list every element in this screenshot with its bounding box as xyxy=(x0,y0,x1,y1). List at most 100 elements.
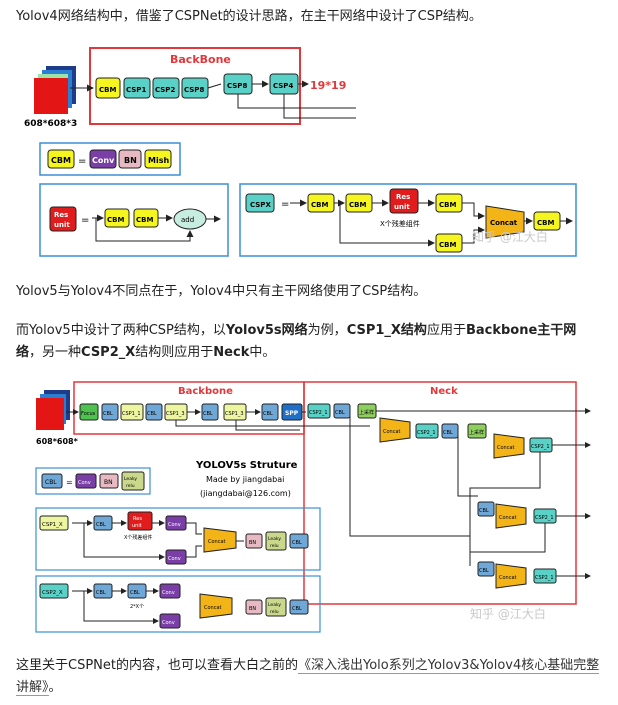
figure-title: YOLOV5s Struture xyxy=(195,460,298,471)
neck-csp2-4: CSP2_1 xyxy=(535,515,554,521)
watermark-1: 知乎 @江大白 xyxy=(472,229,548,244)
neck-concat-1: Concat xyxy=(383,429,401,435)
neck-concat-4: Concat xyxy=(499,575,517,581)
output-size-label: 19*19 xyxy=(310,79,346,92)
watermark-2: 知乎 @江大白 xyxy=(470,606,546,621)
csp2x-label: CSP2_X xyxy=(42,590,63,596)
neck-cbl-3: CBL xyxy=(479,508,489,514)
neck-concat-3: Concat xyxy=(499,515,517,521)
backbone-blocks: CBM CSP1 CSP2 CSP8 CSP8 CSP4 xyxy=(95,73,299,99)
csp1x-cbl-2: CBL xyxy=(292,540,302,546)
block-csp8-a: CSP8 xyxy=(184,86,204,94)
neck-cbl-2: CBL xyxy=(443,430,453,436)
article-link[interactable]: 《深入浅出Yolo系列之Yolov3&Yolov4核心基础完整讲解》 xyxy=(16,658,600,696)
cspx-x-res: X个残差组件 xyxy=(380,219,420,228)
neck-cbl-4: CBL xyxy=(479,568,489,574)
input-size-label: 608*608*3 xyxy=(24,119,77,129)
cbl-def-cbl: CBL xyxy=(45,479,57,486)
add-label: add xyxy=(181,216,194,224)
csp2x-cbl-3: CBL xyxy=(292,606,302,612)
cbm-def-cbm: CBM xyxy=(51,156,71,165)
figure-author: Made by jiangdabai xyxy=(206,475,284,484)
cbl-def-leaky-1: Leaky xyxy=(124,476,137,482)
csp2x-cbl-2: CBL xyxy=(130,590,140,596)
paragraph-difference: Yolov5与Yolov4不同点在于，Yolov4中只有主干网络使用了CSP结构… xyxy=(16,284,427,299)
neck-csp2-3: CSP2_1 xyxy=(531,444,550,450)
csp2x-conv-2: Conv xyxy=(162,620,175,626)
cbl-def-bn: BN xyxy=(104,479,113,486)
neck-upsample-2: 上采样 xyxy=(469,429,484,436)
yolov5s-structure-figure: 608*608* Backbone Neck Focus CBL CSP1_1 … xyxy=(35,381,591,633)
cbl-def-leaky-2: relu xyxy=(126,483,135,489)
csp2x-bn: BN xyxy=(249,606,256,612)
cspx-cbm-4: CBM xyxy=(439,241,456,249)
yolov4-csp-figure: 608*608*3 BackBone CBM CSP1 CSP2 CSP8 CS… xyxy=(24,47,577,257)
csp1x-cbl-1: CBL xyxy=(96,522,106,528)
cspx-res-1: Res xyxy=(396,193,410,201)
svg-text:=: = xyxy=(281,199,289,210)
csp2x-leaky-2: relu xyxy=(270,609,279,615)
cbm-def-eq: = xyxy=(78,156,86,167)
csp1x-label: CSP1_X xyxy=(42,522,63,528)
csp1x-x-res: X个残差组件 xyxy=(124,534,152,541)
neck-label: Neck xyxy=(430,386,458,397)
cspx-concat: Concat xyxy=(490,219,518,227)
paragraph-csp-structures: 而Yolov5中设计了两种CSP结构，以Yolov5s网络为例，CSP1_X结构… xyxy=(16,323,577,360)
res-cbm-2: CBM xyxy=(136,216,153,224)
backbone-label: BackBone xyxy=(170,53,231,66)
cbl-block-1: CBL xyxy=(103,411,113,417)
csp1x-leaky-1: Leaky xyxy=(268,536,281,542)
csp2x-conv-1: Conv xyxy=(162,590,175,596)
csp2x-leaky-1: Leaky xyxy=(268,602,281,608)
paragraph-intro: Yolov4网络结构中，借鉴了CSPNet的设计思路，在主干网络中设计了CSP结… xyxy=(16,9,482,24)
neck-csp2-5: CSP2_1 xyxy=(535,575,554,581)
spp-block: SPP xyxy=(285,410,299,417)
cbl-block-4: CBL xyxy=(263,411,273,417)
cbm-def-bn: BN xyxy=(124,156,137,165)
csp1-3-block-1: CSP1_3 xyxy=(166,411,185,417)
input-image-icon xyxy=(34,66,76,114)
res-cbm-1: CBM xyxy=(107,216,124,224)
res-unit-box xyxy=(39,183,229,257)
csp2x-box xyxy=(35,575,321,633)
neck-concat-2: Concat xyxy=(497,445,515,451)
cbl-block-3: CBL xyxy=(203,411,213,417)
cspx-res-2: unit xyxy=(394,203,410,211)
csp1x-concat: Concat xyxy=(208,539,226,545)
cspx-cbm-3: CBM xyxy=(439,201,456,209)
cspx-cbm-5: CBM xyxy=(537,219,554,227)
cbm-def-mish: Mish xyxy=(148,156,169,165)
paragraph-reference: 这里关于CSPNet的内容，也可以查看大白之前的《深入浅出Yolo系列之Yolo… xyxy=(16,658,600,696)
csp1x-bn: BN xyxy=(249,540,256,546)
csp1x-conv-1: Conv xyxy=(168,522,181,528)
block-csp8-b: CSP8 xyxy=(227,82,247,90)
neck-csp2-1: CSP2_1 xyxy=(309,410,328,416)
neck-cbl-1: CBL xyxy=(335,410,345,416)
res-unit-label-1: Res xyxy=(54,211,68,219)
csp2x-concat: Concat xyxy=(204,605,222,611)
csp1x-conv-2: Conv xyxy=(168,556,181,562)
input-image-icon-2 xyxy=(36,390,70,430)
block-csp4: CSP4 xyxy=(273,82,293,90)
cbl-definition-box xyxy=(35,467,151,495)
csp1x-box xyxy=(35,507,321,571)
neck-csp2-2: CSP2_1 xyxy=(417,430,436,436)
cspx-label: CSPX xyxy=(250,201,271,209)
res-unit-label-2: unit xyxy=(54,221,70,229)
csp1-1-block: CSP1_1 xyxy=(122,411,141,417)
input-size-label-2: 608*608* xyxy=(36,437,79,446)
neck-frame xyxy=(303,381,577,605)
csp2x-2x: 2*X个 xyxy=(130,604,144,610)
block-csp2: CSP2 xyxy=(155,86,175,94)
backbone-label-2: Backbone xyxy=(178,386,233,397)
cbl-def-eq: = xyxy=(66,478,73,487)
svg-text:=: = xyxy=(81,215,89,226)
block-cbm: CBM xyxy=(99,86,116,94)
csp2x-cbl-1: CBL xyxy=(96,590,106,596)
neck-upsample-1: 上采样 xyxy=(359,409,374,416)
block-csp1: CSP1 xyxy=(126,86,146,94)
csp1x-res-2: unit xyxy=(132,523,142,529)
cbl-def-conv: Conv xyxy=(78,480,91,486)
csp1x-leaky-2: relu xyxy=(270,543,279,549)
cbl-block-2: CBL xyxy=(147,411,157,417)
